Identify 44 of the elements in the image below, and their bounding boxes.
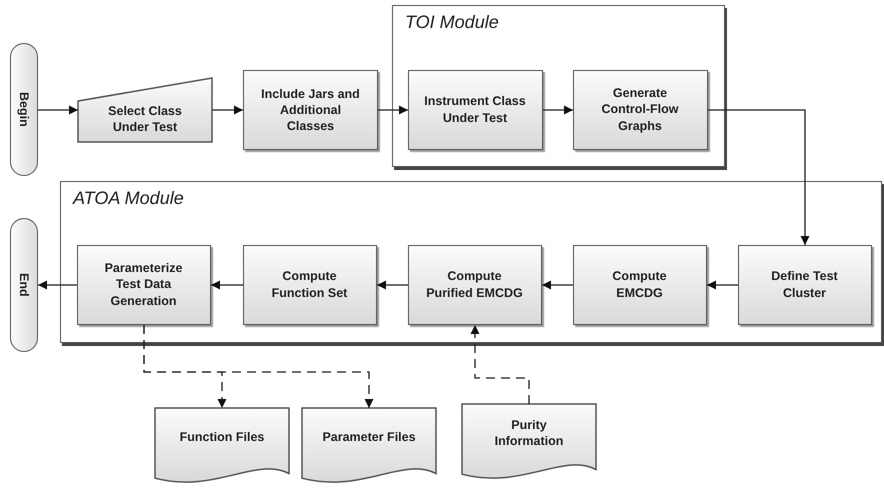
process-box <box>408 70 542 150</box>
step-label: Generate Control-Flow Graphs <box>600 85 680 134</box>
module-title: TOI Module <box>405 12 499 33</box>
arrow <box>543 106 573 114</box>
step-label: Compute Function Set <box>270 268 348 301</box>
step-label: Compute EMCDG <box>611 268 668 301</box>
terminator-shape <box>10 218 38 352</box>
arrow <box>377 280 408 290</box>
process-box <box>572 244 706 324</box>
arrow <box>38 280 77 290</box>
document-shape <box>302 408 436 486</box>
module-panel <box>60 181 882 343</box>
document-shape <box>462 404 596 482</box>
step-label: Function Files <box>178 428 266 446</box>
step-label: Include Jars and Additional Classes <box>260 86 361 134</box>
arrow <box>212 106 243 114</box>
step-label: Purity Information <box>494 416 564 450</box>
arrow <box>707 280 738 290</box>
arrow <box>708 109 810 245</box>
process-box <box>243 70 378 150</box>
arrow <box>211 280 243 290</box>
process-box <box>408 244 542 324</box>
process-box <box>738 244 872 324</box>
process-box <box>76 244 210 324</box>
step-label: Parameter Files <box>321 428 417 446</box>
document-shape <box>155 408 289 486</box>
process-box <box>242 244 376 324</box>
terminator-shape <box>10 43 38 176</box>
step-label: Instrument Class Under Test <box>423 93 527 126</box>
arrow <box>470 325 530 404</box>
step-label: Begin <box>16 92 32 127</box>
step-label: Parameterize Test Data Generation <box>104 260 184 309</box>
arrow <box>143 325 374 408</box>
step-label: Select Class Under Test <box>107 102 183 136</box>
module-title: ATOA Module <box>73 188 184 209</box>
module-panel <box>392 5 725 167</box>
arrow <box>378 106 408 114</box>
arrow <box>542 280 573 290</box>
manual-input-shape <box>78 78 212 142</box>
step-label: Compute Purified EMCDG <box>425 268 524 301</box>
step-label: End <box>16 273 32 297</box>
process-box <box>572 70 708 150</box>
step-label: Define Test Cluster <box>770 268 839 301</box>
arrow <box>38 106 78 114</box>
